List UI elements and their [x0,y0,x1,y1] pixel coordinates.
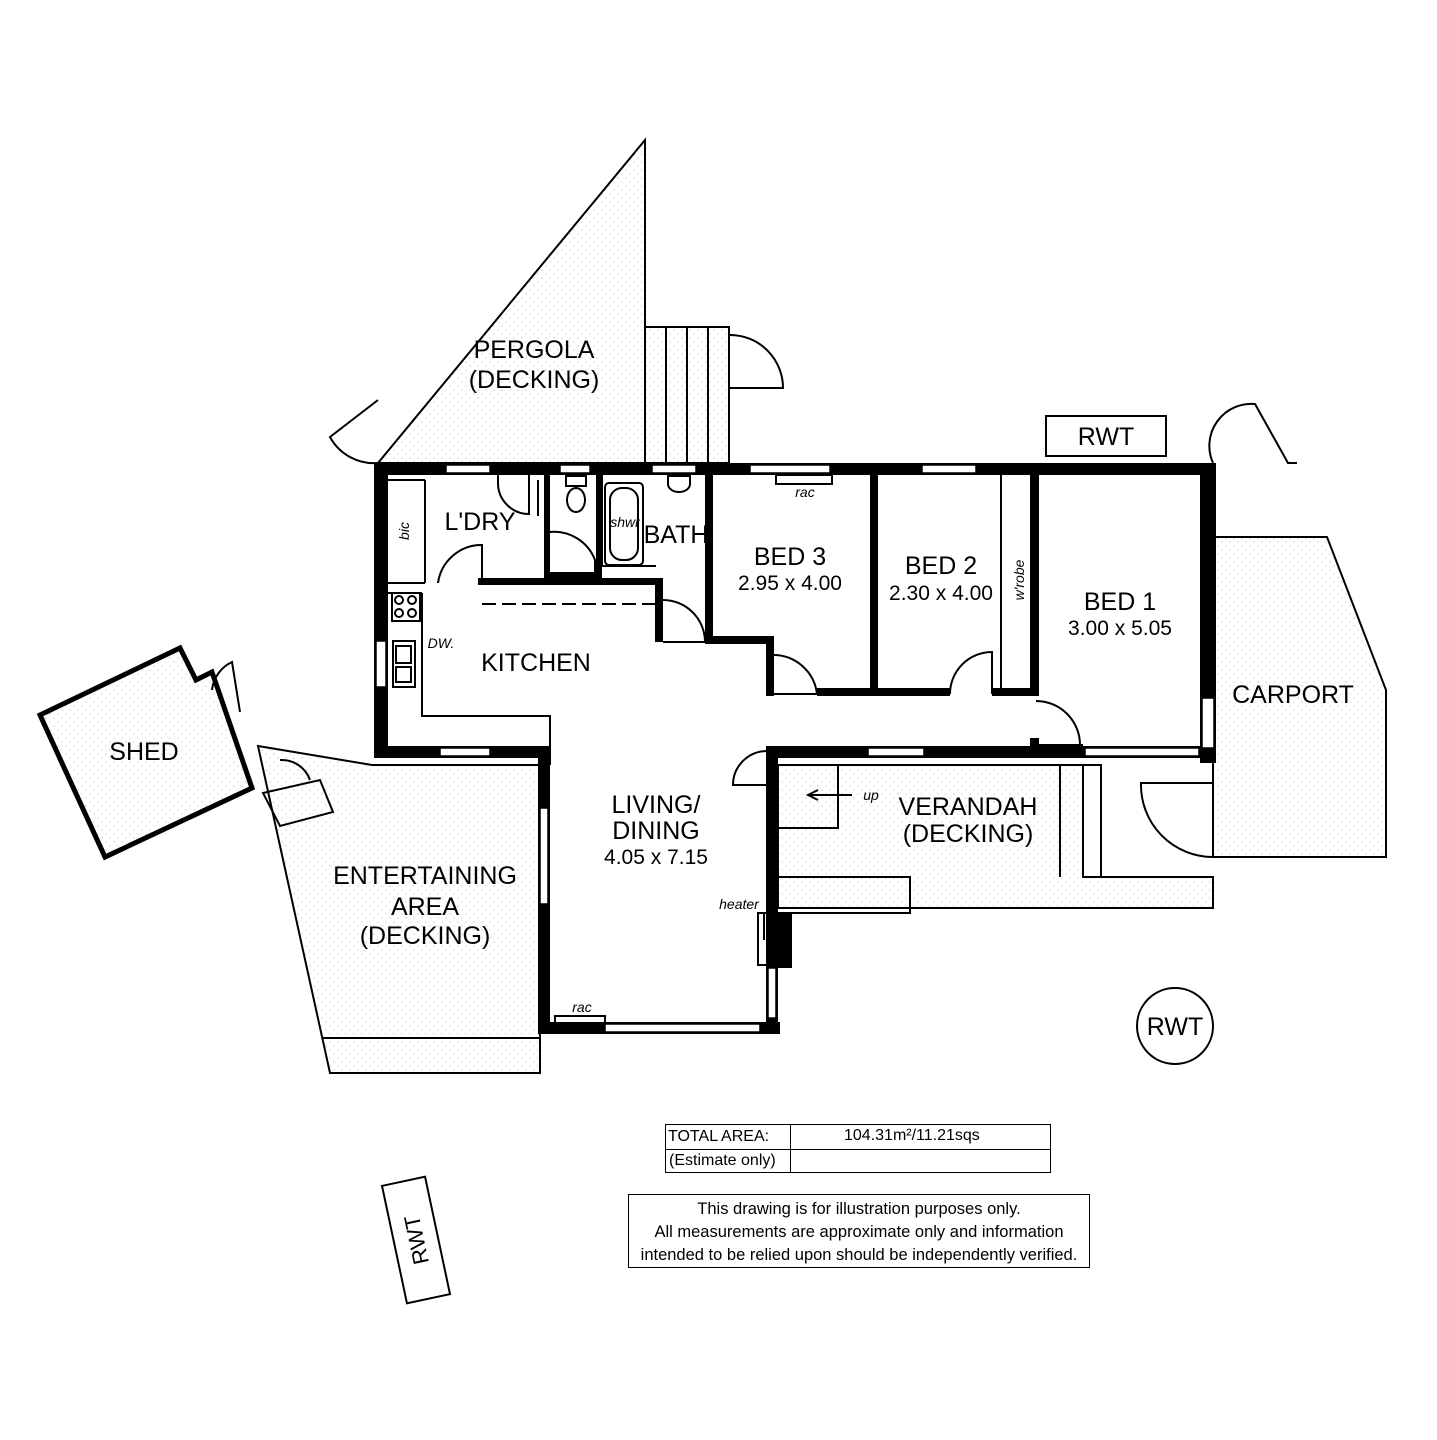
estimate-only-label: (Estimate only) [669,1152,776,1169]
bed1-label: BED 1 [1084,588,1156,616]
bed1-dims: 3.00 x 5.05 [1068,617,1172,640]
wardrobe-label: w'robe [1011,559,1027,600]
windows [375,464,1215,1033]
living-label-2: DINING [612,817,700,845]
living-dims: 4.05 x 7.15 [604,846,708,869]
bed2-label: BED 2 [905,552,977,580]
verandah-step-2 [1083,764,1102,877]
entertaining-gate-swing [279,758,311,781]
total-area-col-divider [666,1125,791,1172]
pergola-label: PERGOLA [474,336,595,364]
bath-label: BATH [644,521,709,549]
living-rac-label: rac [572,999,591,1015]
carport-top-gate [1208,402,1297,464]
door-swings [437,467,1082,786]
rwt-box-top [1045,415,1167,457]
pergola-sub-label: (DECKING) [469,366,600,394]
bed3-label: BED 3 [754,543,826,571]
bic-label: bic [396,522,412,540]
verandah-lower-step [778,876,911,914]
rwt-label-rotated: RWT [399,1213,434,1267]
rwt-label-circle: RWT [1147,1013,1203,1041]
pergola-area [375,137,646,464]
verandah-up-box [778,764,839,829]
bed3-dims: 2.95 x 4.00 [738,572,842,595]
heater-label: heater [719,896,760,912]
total-area-table: TOTAL AREA: (Estimate only) 104.31m²/11.… [665,1124,1051,1173]
rwt-rotated: RWT [380,1175,452,1305]
bed3-rac-label: rac [795,484,814,500]
interior-fixtures [388,474,1083,1026]
total-area-label: TOTAL AREA: [668,1128,770,1145]
entertaining-label-2: AREA [391,893,459,921]
up-arrow [805,789,852,801]
laundry-label: L'DRY [444,508,515,536]
disclaimer-line-2: All measurements are approximate only an… [654,1223,1064,1241]
up-label: up [863,787,879,803]
kitchen-label: KITCHEN [481,649,591,677]
bed2-dims: 2.30 x 4.00 [889,582,993,605]
shed-label: SHED [109,738,178,766]
entertaining-sub-label: (DECKING) [360,922,491,950]
shed-door-swing [211,660,241,713]
pergola-gate-swing [729,334,785,389]
total-area-row-divider [666,1125,1050,1150]
verandah-sub-label: (DECKING) [903,820,1034,848]
dishwasher-label: DW. [428,635,455,651]
carport-area [1212,536,1387,858]
pergola-side-gate [328,399,379,465]
verandah-label: VERANDAH [899,793,1038,821]
pergola-step-lines [665,327,709,463]
carport-label: CARPORT [1232,681,1354,709]
rwt-circle [1136,987,1214,1065]
entertaining-label-1: ENTERTAINING [333,862,517,890]
disclaimer-line-3: intended to be relied upon should be ind… [640,1246,1078,1264]
entertaining-gate-box [261,778,335,828]
shed-area [36,644,256,861]
disclaimer-line-1: This drawing is for illustration purpose… [697,1200,1021,1218]
rwt-label-top: RWT [1078,423,1134,451]
total-area-value: 104.31m²/11.21sqs [844,1127,980,1144]
shower-label: shwr [610,514,641,530]
carport-gate-swing [1139,782,1214,858]
living-label-1: LIVING/ [612,791,701,819]
disclaimer-box: This drawing is for illustration purpose… [628,1194,1090,1268]
